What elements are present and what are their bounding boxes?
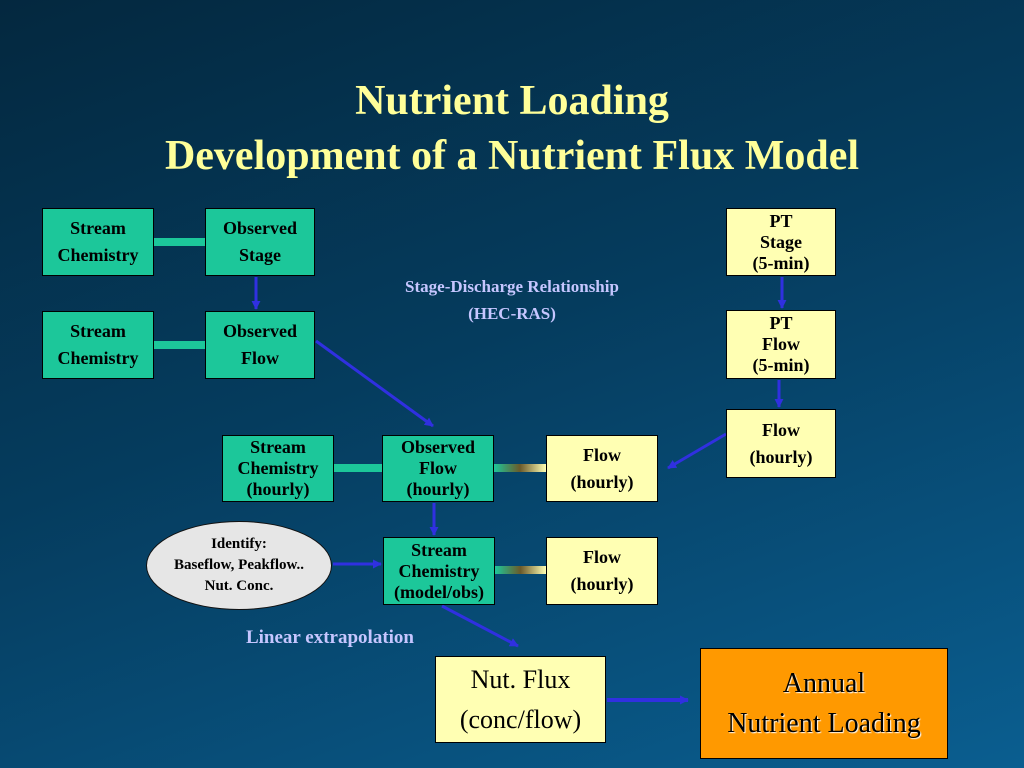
box-text: Flow [762,419,800,440]
box-text: Stage [760,231,802,252]
note-line: (HEC-RAS) [468,304,556,323]
box-text: Flow [419,458,457,478]
box-text: Flow [762,334,800,354]
note-line: Stage-Discharge Relationship [405,277,619,296]
title-line-2: Development of a Nutrient Flux Model [164,133,860,179]
box-text: Flow [241,348,279,368]
box-text: (5-min) [752,355,810,375]
box-text: PT [769,210,793,231]
box-stream-chemistry-2: Stream Chemistry [42,311,154,379]
arrow-flowhourly-to-middle [667,432,727,470]
arrow-observedflow-to-hourly [315,339,434,428]
box-text: Chemistry [57,245,139,265]
box-text: Stream [70,218,126,238]
box-text: Stream [250,437,306,457]
box-text: Nutrient Loading [727,707,921,739]
box-text: (model/obs) [394,581,484,602]
box-observed-flow: Observed Flow [205,311,315,379]
box-text: Flow [583,444,621,465]
connector-bar-model-flow [495,566,546,574]
note-stage-discharge: Stage-Discharge Relationship (HEC-RAS) [362,273,662,327]
box-text: Observed [223,321,297,341]
box-text: (hourly) [570,574,634,594]
box-text: PT [769,313,793,333]
identify-text: Baseflow, Peakflow.. [174,557,304,573]
box-text: Observed [223,218,297,238]
box-text: Annual [782,667,866,699]
box-text: Chemistry [57,348,139,368]
box-stream-chemistry-model: Stream Chemistry (model/obs) [383,537,495,605]
box-stream-chemistry-1: Stream Chemistry [42,208,154,276]
box-observed-flow-hourly: Observed Flow (hourly) [382,435,494,502]
arrow-model-to-nutflux [441,604,519,648]
box-pt-stage: PT Stage (5-min) [726,208,836,276]
box-text: (hourly) [406,479,470,499]
connector-bar-stream-flow [154,341,205,349]
box-stream-chemistry-hourly: Stream Chemistry (hourly) [222,435,334,502]
box-annual-nutrient-loading: Annual Nutrient Loading [700,648,948,759]
box-flow-hourly-lower: Flow (hourly) [546,537,658,605]
identify-text: Identify: [211,536,267,552]
title-line-1: Nutrient Loading [355,78,669,124]
box-text: (hourly) [246,479,310,499]
box-text: Observed [401,437,475,457]
box-flow-hourly-right: Flow (hourly) [726,409,836,478]
box-text: Stream [411,539,467,560]
identify-ellipse: Identify: Baseflow, Peakflow.. Nut. Conc… [146,521,332,610]
box-text: (5-min) [752,252,810,273]
box-nut-flux: Nut. Flux (conc/flow) [435,656,606,743]
box-text: Stream [70,321,126,341]
box-text: (conc/flow) [459,704,582,734]
identify-text: Nut. Conc. [204,578,274,594]
box-text: (hourly) [749,446,813,467]
box-text: Nut. Flux [470,664,571,694]
box-observed-stage: Observed Stage [205,208,315,276]
box-pt-flow: PT Flow (5-min) [726,310,836,379]
box-text: Flow [583,547,621,567]
box-text: Chemistry [237,458,319,478]
note-linear-extrapolation: Linear extrapolation [245,627,414,648]
box-text: Stage [239,245,281,265]
connector-bar-stream-hourly [334,464,382,472]
box-text: Chemistry [398,560,480,581]
connector-bar-stream-stage [154,238,205,246]
box-text: (hourly) [570,471,634,492]
connector-bar-flow-hourly [494,464,546,472]
box-flow-hourly-middle: Flow (hourly) [546,435,658,502]
